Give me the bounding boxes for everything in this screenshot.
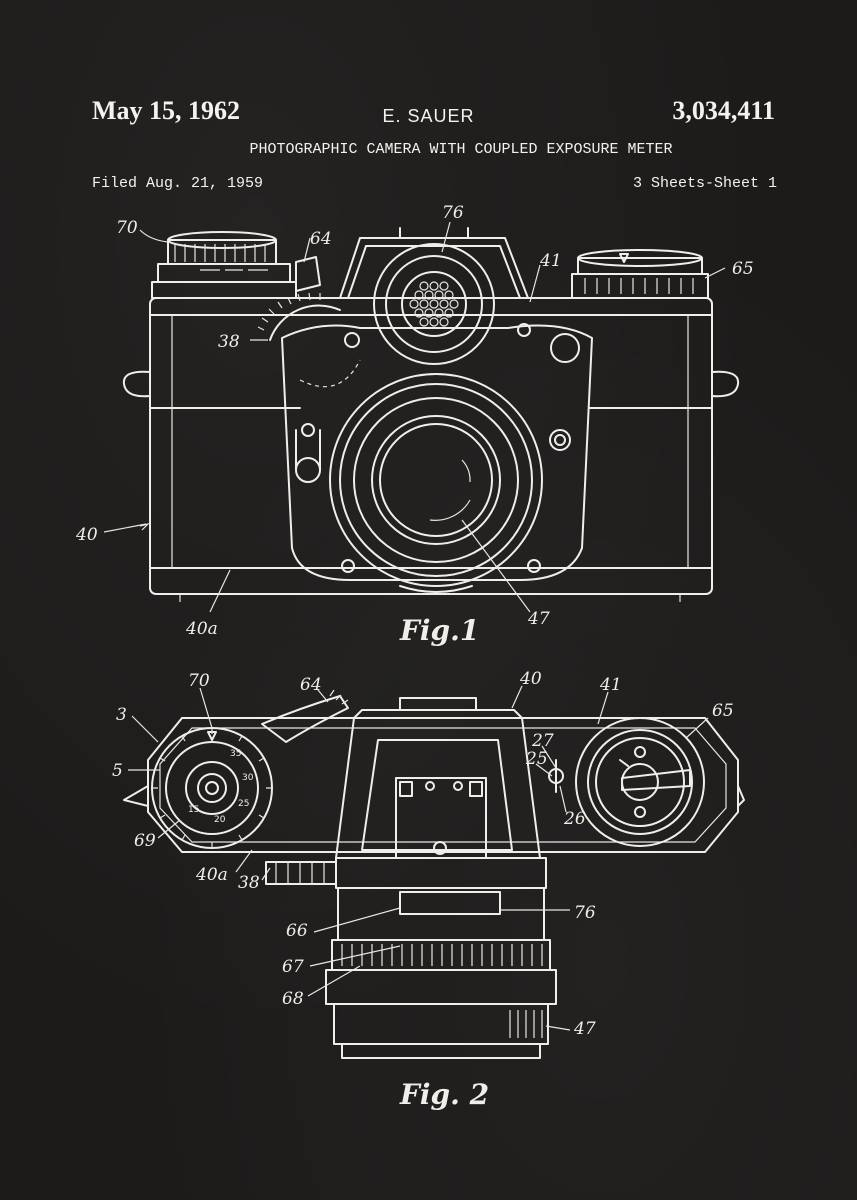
exposure-meter-cell [373, 243, 495, 365]
fig2-ref-65: 65 [712, 701, 734, 721]
fig2-ref-41: 41 [599, 675, 622, 695]
fig2-ref-64: 64 [300, 675, 322, 695]
dial-mark-25: 25 [238, 799, 249, 809]
sheet-count: 3 Sheets-Sheet 1 [632, 175, 777, 192]
fig2-ref-70: 70 [188, 671, 210, 691]
top-prism-housing [335, 697, 541, 859]
fig2-ref-76: 76 [574, 903, 596, 923]
shutter-lever [295, 256, 321, 292]
fig2-caption: Fig. 2 [399, 1078, 489, 1111]
fig1-ref-41: 41 [539, 251, 562, 271]
patent-title: PHOTOGRAPHIC CAMERA WITH COUPLED EXPOSUR… [249, 141, 673, 158]
fig2-leaders [128, 685, 709, 1031]
fig2-ref-5: 5 [112, 761, 123, 781]
fig2-ref-3: 3 [116, 705, 127, 725]
top-rewind-dial: 35 30 25 20 15 [151, 727, 273, 849]
top-body-outline [147, 717, 739, 853]
fig1-ref-40a: 40a [185, 619, 218, 639]
fig1-ref-76: 76 [442, 203, 464, 223]
focus-gear [257, 292, 361, 388]
lens-front [329, 373, 543, 593]
fig2-ref-40: 40 [519, 669, 542, 689]
patent-date: May 15, 1962 [92, 96, 241, 125]
top-speed-dial [548, 717, 705, 847]
fig2-ref-47: 47 [573, 1019, 596, 1039]
fig2-ref-38: 38 [238, 873, 260, 893]
fig2-ref-25: 25 [525, 749, 548, 769]
fig1-caption: Fig.1 [399, 614, 479, 647]
fig2-ref-67: 67 [282, 957, 304, 977]
fig2-ref-69: 69 [134, 831, 156, 851]
fig2-ref-66: 66 [286, 921, 308, 941]
dial-mark-35: 35 [230, 749, 241, 759]
fig1-ref-40: 40 [75, 525, 98, 545]
patent-number: 3,034,411 [672, 96, 775, 125]
fig2-top-view: 35 30 25 20 15 [112, 669, 745, 1111]
dial-mark-20: 20 [214, 815, 226, 825]
fig2-ref-40a: 40a [195, 865, 228, 885]
top-lens-barrel [265, 857, 557, 1059]
fig1-ref-70: 70 [116, 218, 138, 238]
fig1-ref-64: 64 [310, 229, 332, 249]
camera-body [122, 297, 740, 602]
fig2-ref-26: 26 [563, 809, 586, 829]
fig1-leaders [103, 221, 726, 613]
fig2-ref-27: 27 [531, 731, 554, 751]
prism-housing [339, 227, 529, 299]
fig1-ref-38: 38 [218, 332, 240, 352]
shutter-speed-dial [571, 249, 709, 299]
fig1-front-view: 70 64 76 41 65 38 40 40a 47 Fig.1 [75, 203, 754, 647]
fig1-ref-65: 65 [732, 259, 754, 279]
filed-date: Filed Aug. 21, 1959 [92, 175, 264, 192]
fig1-ref-47: 47 [527, 609, 550, 629]
dial-mark-30: 30 [242, 773, 254, 783]
rewind-dial [151, 231, 297, 299]
fig2-ref-68: 68 [282, 989, 304, 1009]
front-plate [281, 324, 593, 581]
inventor-name: E. SAUER [382, 106, 475, 126]
dial-mark-15: 15 [188, 805, 199, 815]
